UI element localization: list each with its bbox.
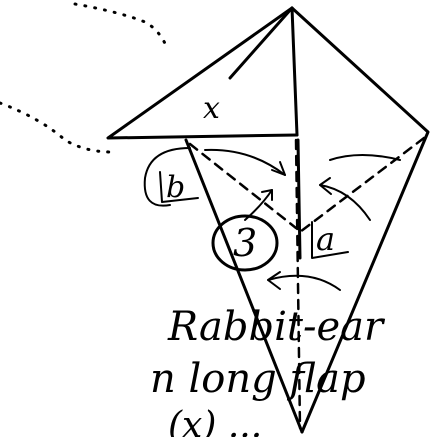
instruction-line-2: n long flap <box>150 356 366 402</box>
step-number: 3 <box>233 221 257 265</box>
inner-stub-line <box>298 140 300 258</box>
center-crease <box>292 8 297 135</box>
label-a: a <box>316 220 335 258</box>
instruction-line-1: Rabbit-ear <box>167 304 386 350</box>
motion-trail-top <box>75 4 168 50</box>
back-layer-left-edge <box>230 8 292 78</box>
arrow-a-stroke <box>330 155 400 160</box>
instruction-line-3: (x) ... <box>168 405 262 437</box>
motion-trail-left <box>0 103 112 152</box>
label-b: b <box>166 170 185 205</box>
label-x: x <box>203 91 220 126</box>
lower-arrow-head <box>268 272 280 289</box>
